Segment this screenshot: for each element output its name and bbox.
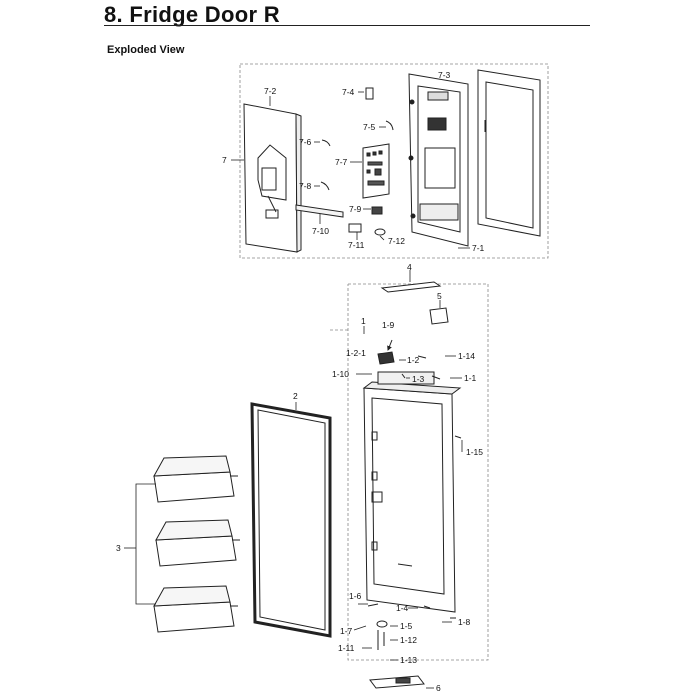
small-fasteners	[348, 206, 386, 236]
callout-7-3: 7-3	[438, 70, 451, 80]
title-divider	[104, 25, 590, 26]
callout-7-2: 7-2	[264, 86, 277, 96]
callout-3: 3	[116, 543, 121, 553]
callout-1-14: 1-14	[458, 351, 475, 361]
lower-hinge-parts	[367, 603, 456, 650]
callout-7-8: 7-8	[299, 181, 312, 191]
inner-door-body	[362, 371, 462, 613]
door-outer-panel	[243, 103, 302, 253]
hinge-parts	[377, 339, 441, 380]
callout-1-4: 1-4	[396, 603, 409, 613]
door-panel-group-frame	[239, 63, 549, 259]
door-bin-middle	[155, 519, 240, 567]
section-subtitle: Exploded View	[107, 44, 185, 56]
door-bin-top	[153, 455, 238, 503]
callout-1-6: 1-6	[349, 591, 362, 601]
callout-7-7: 7-7	[335, 157, 348, 167]
callout-1-3: 1-3	[412, 374, 425, 384]
control-board	[362, 143, 390, 199]
callout-7-12: 7-12	[388, 236, 405, 246]
callout-labels: 7-2 7-3 7-4 7-5 7-6 7 7-7 7-8 7-9 7-10 7…	[116, 70, 485, 693]
clip-parts	[320, 87, 394, 191]
page-title: 8. Fridge Door R	[104, 2, 280, 27]
callout-1-5: 1-5	[400, 621, 413, 631]
callout-7-9: 7-9	[349, 204, 362, 214]
bin-callout-bracket	[124, 483, 156, 605]
callout-7: 7	[222, 155, 227, 165]
callout-1-13: 1-13	[400, 655, 417, 665]
callout-2: 2	[293, 391, 298, 401]
callout-1-9: 1-9	[382, 320, 395, 330]
door-gasket	[250, 402, 332, 638]
door-cover-panel	[477, 69, 541, 237]
callout-1-10: 1-10	[332, 369, 349, 379]
callout-7-10: 7-10	[312, 226, 329, 236]
callout-7-4: 7-4	[342, 87, 355, 97]
bracket-part	[429, 307, 449, 325]
callout-6: 6	[436, 683, 441, 693]
callout-1-7: 1-7	[340, 626, 353, 636]
callout-1-15: 1-15	[466, 447, 483, 457]
top-cap-part	[380, 281, 442, 293]
callout-1-2-1: 1-2-1	[346, 348, 366, 358]
bottom-cap-part	[369, 675, 425, 689]
door-inner-frame	[408, 73, 469, 247]
callout-1-8: 1-8	[458, 617, 471, 627]
callout-1-11: 1-11	[338, 643, 355, 653]
door-bin-bottom	[153, 585, 238, 633]
callout-4: 4	[407, 262, 412, 272]
callout-5: 5	[437, 291, 442, 301]
callout-1-12: 1-12	[400, 635, 417, 645]
door-assembly-group-frame	[330, 283, 489, 661]
callout-1-2: 1-2	[407, 355, 420, 365]
door-trim-strip	[295, 204, 344, 218]
callout-7-6: 7-6	[299, 137, 312, 147]
callout-7-1: 7-1	[472, 243, 485, 253]
callout-7-5: 7-5	[363, 122, 376, 132]
callout-1: 1	[361, 316, 366, 326]
callout-7-11: 7-11	[348, 240, 365, 250]
callout-1-1: 1-1	[464, 373, 477, 383]
leader-lines	[231, 91, 470, 689]
